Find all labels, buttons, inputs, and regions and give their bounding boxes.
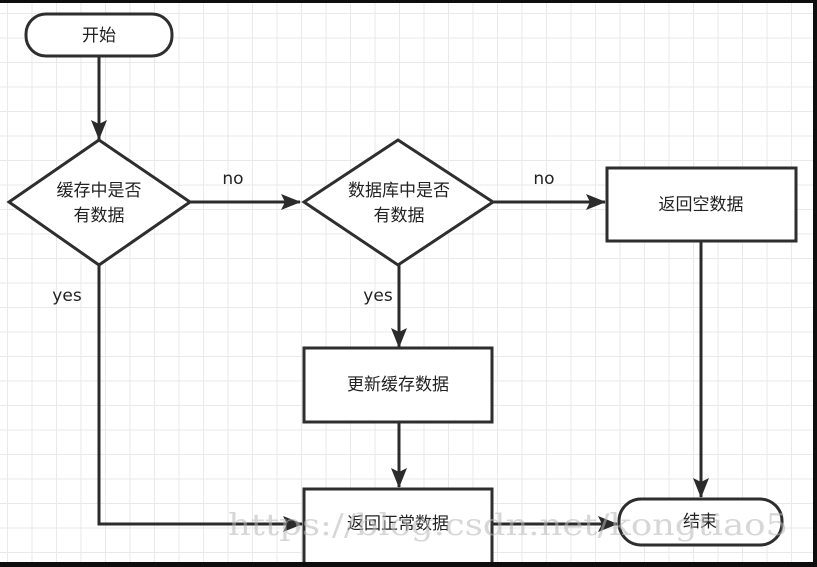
process-shape: [302, 487, 494, 562]
terminator-shape: [617, 497, 784, 547]
watermark: https://blog.csdn.net/kongtiao5: [228, 508, 788, 543]
edge-label-db-no: no: [533, 169, 554, 189]
process-shape: [605, 166, 798, 243]
edge-label-cache-yes: yes: [52, 286, 82, 306]
terminator-shape: [24, 12, 174, 58]
node-cache-check-line-1: 缓存中是否: [57, 181, 142, 201]
node-update-cache[interactable]: 更新缓存数据: [302, 346, 494, 424]
diagram-canvas: no yes no yes 开始 缓存中是否 有数据 数据库中是否 有数据: [0, 3, 813, 562]
node-cache-check[interactable]: 缓存中是否 有数据: [6, 138, 193, 267]
node-return-normal-label: 返回正常数据: [347, 514, 449, 534]
node-start[interactable]: 开始: [24, 12, 174, 58]
node-update-cache-label: 更新缓存数据: [347, 375, 449, 395]
edge-label-db-yes: yes: [363, 286, 393, 306]
node-end-label: 结束: [683, 512, 717, 532]
decision-shape: [301, 138, 496, 267]
flowchart: no yes no yes 开始 缓存中是否 有数据 数据库中是否 有数据: [6, 12, 798, 562]
node-return-empty[interactable]: 返回空数据: [605, 166, 798, 243]
node-start-label: 开始: [82, 26, 116, 46]
node-db-check-line-2: 有数据: [374, 206, 425, 226]
edge-label-cache-no: no: [222, 169, 243, 189]
node-db-check[interactable]: 数据库中是否 有数据: [301, 138, 496, 267]
node-cache-check-line-2: 有数据: [74, 206, 125, 226]
edge-cache-yes: [97, 265, 303, 532]
node-db-check-line-1: 数据库中是否: [348, 181, 450, 201]
node-return-normal[interactable]: 返回正常数据: [302, 487, 494, 562]
node-end[interactable]: 结束: [617, 497, 784, 547]
decision-shape: [6, 138, 193, 267]
process-shape: [302, 346, 494, 424]
node-return-empty-label: 返回空数据: [659, 195, 744, 215]
